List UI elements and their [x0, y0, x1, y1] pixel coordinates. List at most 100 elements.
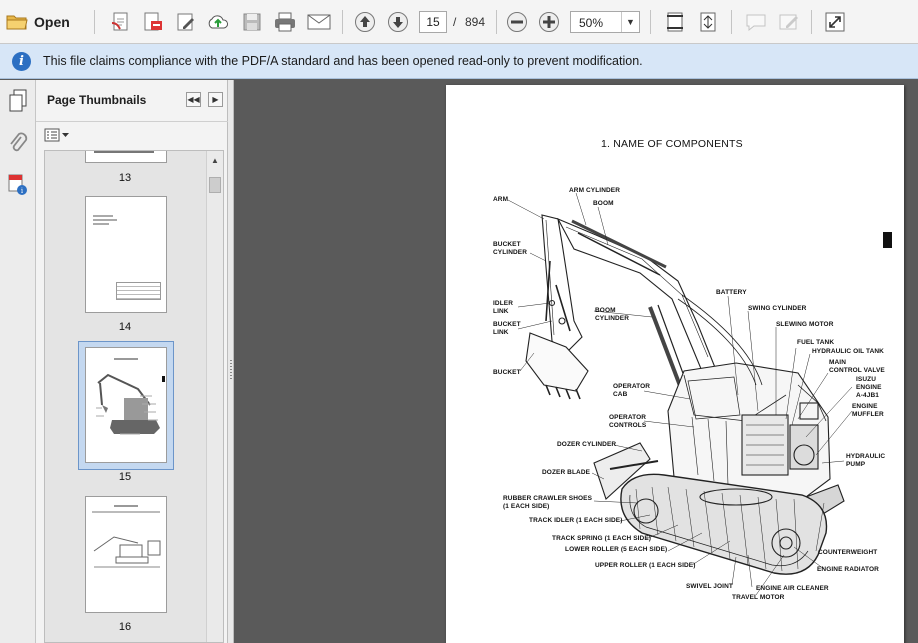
attachments-nav-button[interactable]: [5, 130, 31, 156]
splitter-grip[interactable]: [230, 360, 232, 380]
print-button[interactable]: [270, 8, 300, 36]
label-idler-link: IDLER LINK: [493, 300, 513, 315]
label-rubber-crawler-shoes: RUBBER CRAWLER SHOES (1 EACH SIDE): [503, 495, 593, 510]
save-icon: [243, 13, 261, 31]
options-list-icon: [44, 128, 69, 142]
thumbnail-page[interactable]: [85, 196, 167, 313]
label-operator-controls: OPERATOR CONTROLS: [609, 414, 647, 429]
standards-nav-button[interactable]: i: [5, 172, 31, 198]
thumbnail-options-button[interactable]: [44, 127, 72, 143]
label-dozer-blade: DOZER BLADE: [542, 469, 591, 476]
label-upper-roller: UPPER ROLLER (1 EACH SIDE): [595, 562, 696, 569]
zoom-in-icon: [539, 12, 559, 32]
toolbar-separator: [731, 10, 732, 34]
email-button[interactable]: [304, 8, 334, 36]
cloud-upload-icon: [208, 15, 228, 29]
thumbnail-page-number: 14: [118, 321, 132, 333]
label-track-spring: TRACK SPRING (1 EACH SIDE): [552, 535, 652, 542]
total-pages: 894: [465, 15, 486, 29]
label-boom-cylinder: BOOM CYLINDER: [595, 307, 630, 322]
panel-title: Page Thumbnails: [47, 93, 147, 107]
print-icon: [275, 12, 295, 32]
comment-button[interactable]: [742, 8, 770, 36]
edit-icon: [177, 13, 194, 31]
label-operator-cab: OPERATOR CAB: [613, 383, 651, 398]
collapse-panel-button[interactable]: ◀◀: [186, 92, 201, 107]
panel-splitter[interactable]: [228, 80, 234, 643]
label-arm-cylinder: ARM CYLINDER: [569, 187, 621, 194]
label-hydraulic-oil-tank: HYDRAULIC OIL TANK: [812, 348, 884, 355]
fit-page-icon: [700, 12, 716, 32]
thumbnail-page-number: 13: [118, 172, 132, 184]
export-pdf-button[interactable]: [139, 8, 167, 36]
page-thumbnails-nav-button[interactable]: [5, 88, 31, 114]
label-isuzu-engine: ISUZU ENGINE A-4JB1: [856, 376, 882, 399]
toolbar-separator: [342, 10, 343, 34]
thumbnail-page-selected[interactable]: [85, 347, 167, 463]
save-button[interactable]: [238, 8, 266, 36]
comment-icon: [746, 14, 766, 32]
toolbar-separator: [811, 10, 812, 34]
zoom-out-icon: [507, 12, 527, 32]
toolbar-separator: [496, 10, 497, 34]
thumbnail-page-number: 15: [118, 471, 132, 483]
pdfa-notice-bar: i This file claims compliance with the P…: [0, 44, 918, 79]
thumbnail-scrollbar[interactable]: ▲: [206, 151, 223, 642]
fit-width-button[interactable]: [661, 8, 689, 36]
zoom-dropdown[interactable]: 50% ▼: [570, 11, 640, 33]
page-edge-marker: [883, 232, 892, 248]
open-button[interactable]: Open: [6, 8, 78, 36]
label-hydraulic-pump: HYDRAULIC PUMP: [846, 453, 886, 468]
next-page-button[interactable]: [384, 8, 412, 36]
sign-button[interactable]: [775, 8, 803, 36]
open-label: Open: [34, 14, 70, 30]
toolbar-separator: [650, 10, 651, 34]
scrollbar-thumb[interactable]: [209, 177, 221, 193]
fullscreen-icon: [825, 12, 845, 32]
paperclip-icon: [10, 132, 28, 152]
label-main-control-valve: MAIN CONTROL VALVE: [829, 359, 885, 374]
chevron-down-icon[interactable]: ▼: [621, 12, 639, 32]
label-bucket-link: BUCKET LINK: [493, 321, 521, 336]
toolbar-separator: [94, 10, 95, 34]
scroll-up-arrow-icon[interactable]: ▲: [211, 155, 219, 165]
panel-menu-button[interactable]: ▶: [208, 92, 223, 107]
thumbnail-page[interactable]: [85, 496, 167, 613]
label-travel-motor: TRAVEL MOTOR: [732, 594, 785, 601]
pages-icon: [9, 89, 27, 112]
fullscreen-button[interactable]: [821, 8, 849, 36]
label-engine-air-cleaner: ENGINE AIR CLEANER: [756, 585, 829, 592]
previous-page-icon: [355, 12, 375, 32]
label-swivel-joint: SWIVEL JOINT: [686, 583, 733, 590]
current-page-input[interactable]: [419, 11, 447, 33]
label-dozer-cylinder: DOZER CYLINDER: [557, 441, 617, 448]
document-section-title: 1. NAME OF COMPONENTS: [601, 138, 743, 150]
label-bucket-cylinder: BUCKET CYLINDER: [493, 241, 528, 256]
create-pdf-icon: [111, 12, 128, 31]
previous-page-button[interactable]: [351, 8, 379, 36]
cloud-upload-button[interactable]: [204, 8, 232, 36]
pdfa-notice-text: This file claims compliance with the PDF…: [43, 54, 643, 68]
thumbnail-list[interactable]: 13 14 15: [44, 150, 224, 643]
label-bucket: BUCKET: [493, 369, 521, 376]
pdf-standards-icon: i: [8, 174, 27, 195]
zoom-out-button[interactable]: [503, 8, 531, 36]
edit-button[interactable]: [172, 8, 200, 36]
thumbnail-page[interactable]: [85, 151, 167, 163]
email-icon: [307, 14, 331, 30]
label-slewing-motor: SLEWING MOTOR: [776, 321, 834, 328]
sign-icon: [779, 14, 798, 30]
export-pdf-icon: [144, 12, 162, 31]
thumbnail-dimension-drawing: [93, 536, 161, 568]
page-thumbnails-panel: Page Thumbnails ◀◀ ▶ 13 14: [36, 80, 228, 643]
fit-width-icon: [667, 12, 683, 32]
create-pdf-button[interactable]: [107, 8, 135, 36]
chevron-right-icon: ▶: [212, 95, 219, 104]
label-engine-radiator: ENGINE RADIATOR: [817, 566, 879, 573]
document-page: 1. NAME OF COMPONENTS: [446, 85, 904, 643]
label-engine-muffler: ENGINE MUFFLER: [852, 403, 884, 418]
panel-divider: [36, 121, 228, 122]
fit-page-button[interactable]: [694, 8, 722, 36]
info-icon: i: [12, 52, 31, 71]
zoom-in-button[interactable]: [535, 8, 563, 36]
